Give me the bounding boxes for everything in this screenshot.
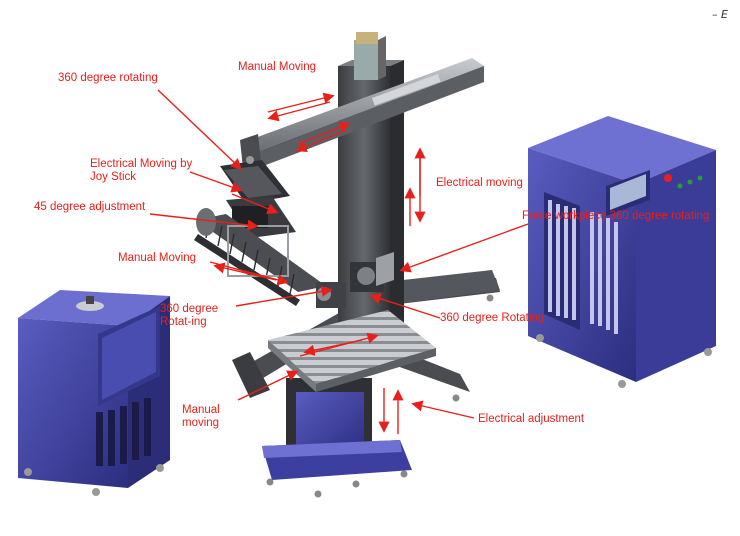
- label-manual-moving-top: Manual Moving: [238, 61, 316, 73]
- label-manual-moving-bottom: Manual moving: [182, 404, 220, 429]
- horizontal-boom: [240, 58, 484, 178]
- label-360-degree-rotating-table: 360 degree Rotating: [440, 312, 545, 324]
- vertical-column: [338, 32, 404, 362]
- label-360-degree-rotating-left: 360 degree Rotat-ing: [160, 303, 219, 328]
- label-manual-moving-mid: Manual Moving: [118, 252, 196, 264]
- chiller-vent-grille: [96, 398, 151, 466]
- laser-power-cabinet: [528, 116, 716, 388]
- work-table: [268, 310, 436, 392]
- label-force-workpiece-rotating: Force workpiece 360 degree rotating: [522, 210, 710, 222]
- rotary-chuck: [350, 252, 394, 292]
- column-motor: [354, 40, 378, 80]
- emergency-stop-button: [664, 174, 672, 182]
- label-electrical-moving: Electrical moving: [436, 177, 523, 189]
- cabinet-vent-grille: [548, 200, 618, 334]
- corner-mark: – E: [712, 8, 728, 21]
- annotation-arrows: [149, 89, 529, 434]
- label-electrical-moving-joystick: Electrical Moving by Joy Stick: [90, 158, 193, 183]
- chiller-unit: [18, 290, 170, 496]
- label-360-degree-rotating: 360 degree rotating: [58, 72, 158, 84]
- label-45-degree-adjustment: 45 degree adjustment: [34, 201, 146, 213]
- control-screen: [610, 174, 646, 210]
- label-electrical-adjustment: Electrical adjustment: [478, 413, 585, 425]
